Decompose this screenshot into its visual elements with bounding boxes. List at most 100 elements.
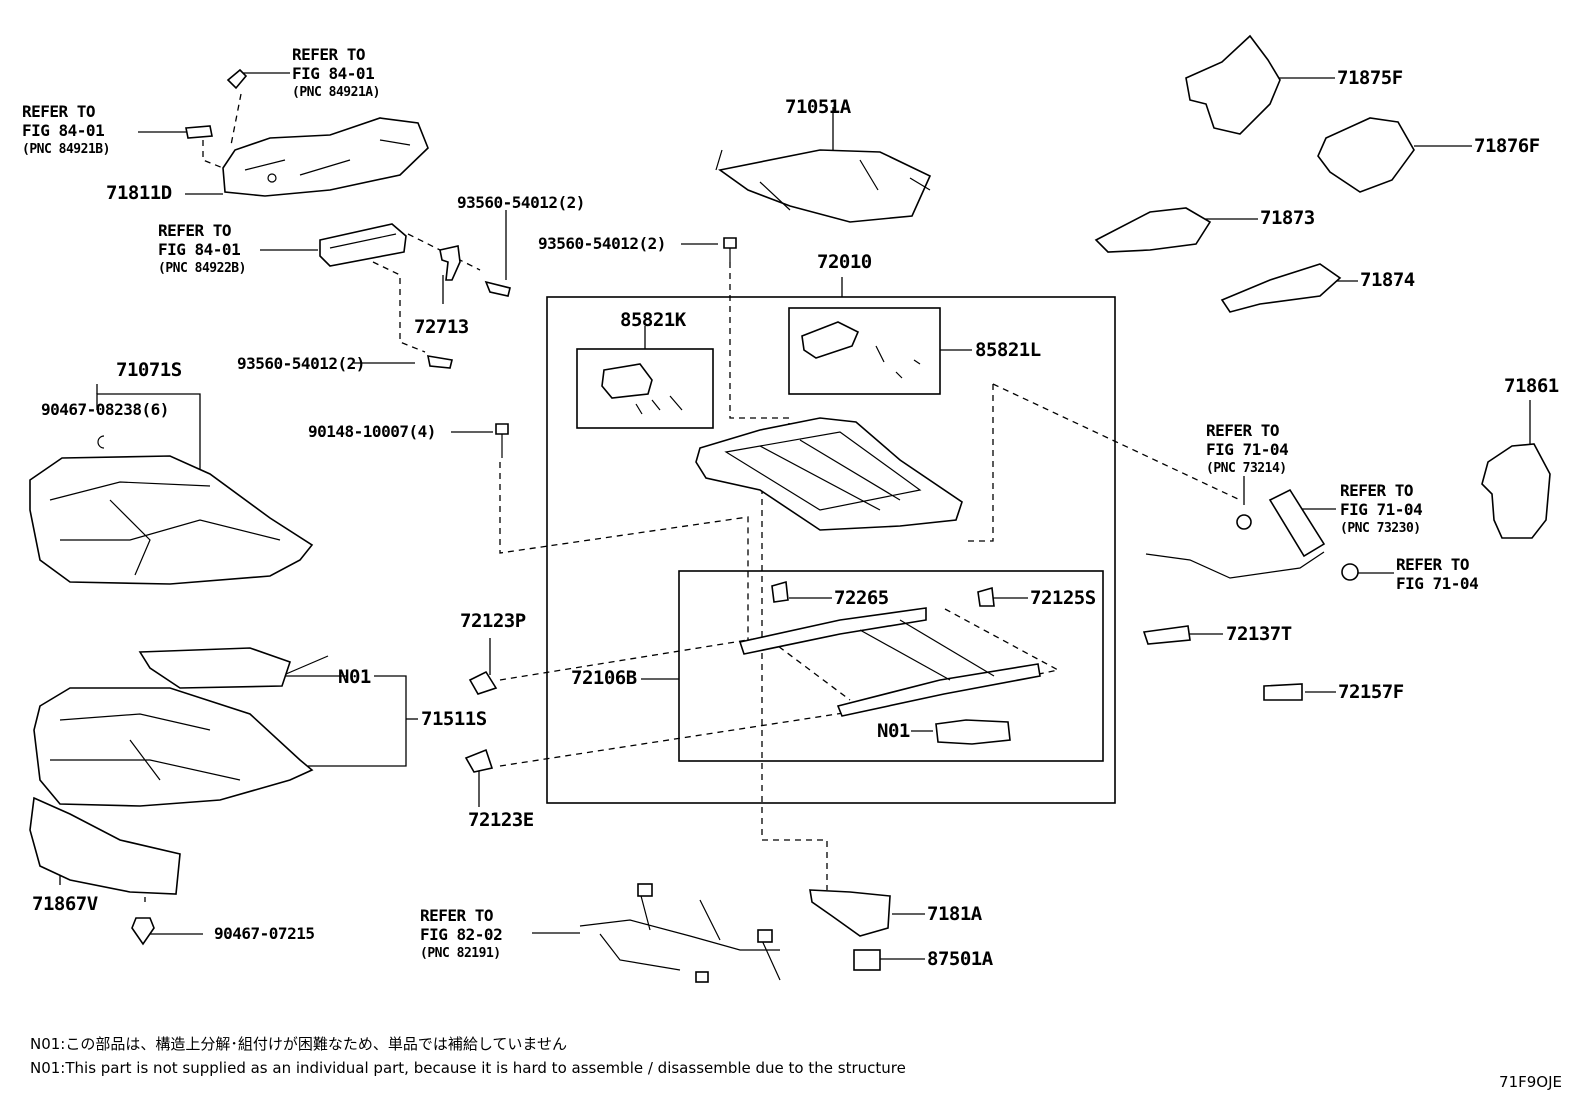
- part-N01-heater: [138, 647, 329, 689]
- part-71874: [1220, 263, 1342, 313]
- subbox-72106B: [678, 570, 1104, 762]
- label-90467-07215[interactable]: 90467-07215: [214, 924, 315, 943]
- ref-fig-84-01-84922B[interactable]: REFER TO FIG 84-01 (PNC 84922B): [158, 221, 246, 278]
- knob-84921A: [226, 68, 248, 90]
- ref-line-2: FIG 71-04: [1340, 500, 1423, 519]
- label-71875F[interactable]: 71875F: [1337, 67, 1403, 89]
- label-72123P[interactable]: 72123P: [460, 610, 526, 632]
- ref-fig-82-02-82191[interactable]: REFER TO FIG 82-02 (PNC 82191): [420, 906, 503, 963]
- subbox-85821L: [788, 307, 941, 395]
- ref-line-3: (PNC 84921B): [22, 142, 110, 157]
- note-japanese: N01:この部品は、構造上分解･組付けが困難なため、単品では補給していません: [30, 1035, 567, 1053]
- part-N01-motor: [935, 719, 1011, 745]
- ref-line-2: FIG 71-04: [1396, 574, 1479, 593]
- part-72713: [439, 245, 461, 281]
- ref-line-1: REFER TO: [1340, 481, 1414, 500]
- part-72010-frame: [695, 417, 963, 531]
- label-71874[interactable]: 71874: [1360, 269, 1415, 291]
- part-72123P: [468, 670, 498, 695]
- part-71873: [1094, 207, 1212, 253]
- label-N01-heater[interactable]: N01: [338, 666, 371, 688]
- part-71867V: [29, 796, 181, 895]
- label-71876F[interactable]: 71876F: [1474, 135, 1540, 157]
- part-72125S: [977, 586, 995, 607]
- ref-line-1: REFER TO: [158, 221, 232, 240]
- part-72157F: [1263, 683, 1303, 701]
- part-72106B-rails: [738, 607, 1041, 717]
- ref-line-1: REFER TO: [22, 102, 96, 121]
- label-71511S[interactable]: 71511S: [421, 708, 487, 730]
- part-71071S: [29, 455, 314, 585]
- ref-line-2: FIG 84-01: [22, 121, 105, 140]
- part-71051A: [715, 149, 932, 223]
- label-71873[interactable]: 71873: [1260, 207, 1315, 229]
- part-71875F: [1185, 34, 1281, 135]
- bolt-icons: [131, 237, 737, 946]
- part-71511S: [33, 687, 314, 807]
- label-72157F[interactable]: 72157F: [1338, 681, 1404, 703]
- part-wire-harness: [579, 883, 781, 983]
- label-72137T[interactable]: 72137T: [1226, 623, 1292, 645]
- ref-line-3: (PNC 73230): [1340, 521, 1421, 536]
- label-71071S[interactable]: 71071S: [116, 359, 182, 381]
- part-72137T: [1142, 625, 1191, 645]
- figure-code: 71F9OJE: [1499, 1073, 1562, 1091]
- label-93560-54012-top[interactable]: 93560-54012(2): [457, 193, 585, 212]
- ref-line-1: REFER TO: [1396, 555, 1470, 574]
- part-71861: [1481, 443, 1551, 539]
- ref-fig-84-01-84921B[interactable]: REFER TO FIG 84-01 (PNC 84921B): [22, 102, 110, 159]
- ref-line-2: FIG 84-01: [292, 64, 375, 83]
- label-72106B[interactable]: 72106B: [571, 667, 637, 689]
- label-71051A[interactable]: 71051A: [785, 96, 851, 118]
- label-72265[interactable]: 72265: [834, 587, 889, 609]
- ref-fig-71-04[interactable]: REFER TO FIG 71-04: [1396, 555, 1479, 593]
- ref-fig-71-04-73230[interactable]: REFER TO FIG 71-04 (PNC 73230): [1340, 481, 1423, 538]
- label-71867V[interactable]: 71867V: [32, 893, 98, 915]
- label-85821L[interactable]: 85821L: [975, 339, 1041, 361]
- label-71811D[interactable]: 71811D: [106, 182, 172, 204]
- label-85821K[interactable]: 85821K: [620, 309, 686, 331]
- label-93560-54012-left[interactable]: 93560-54012(2): [237, 354, 365, 373]
- label-72713[interactable]: 72713: [414, 316, 469, 338]
- label-87501A[interactable]: 87501A: [927, 948, 993, 970]
- part-72265: [771, 580, 789, 603]
- ref-line-2: FIG 71-04: [1206, 440, 1289, 459]
- label-93560-54012-center[interactable]: 93560-54012(2): [538, 234, 666, 253]
- leader-lines: [59, 72, 1531, 960]
- ref-line-1: REFER TO: [292, 45, 366, 64]
- label-72010[interactable]: 72010: [817, 251, 872, 273]
- label-N01-motor[interactable]: N01: [877, 720, 910, 742]
- label-7181A[interactable]: 7181A: [927, 903, 982, 925]
- part-seatbelt-cable: [1145, 488, 1359, 581]
- note-english: N01:This part is not supplied as an indi…: [30, 1059, 906, 1077]
- part-7181A: [809, 889, 891, 937]
- label-71861[interactable]: 71861: [1504, 375, 1559, 397]
- ref-line-2: FIG 82-02: [420, 925, 503, 944]
- ref-line-3: (PNC 82191): [420, 946, 501, 961]
- ref-line-1: REFER TO: [420, 906, 494, 925]
- knob-84921B: [185, 125, 213, 139]
- parts: [29, 34, 1551, 983]
- ref-fig-84-01-84921A[interactable]: REFER TO FIG 84-01 (PNC 84921A): [292, 45, 380, 102]
- motor-85821L: [801, 321, 921, 379]
- part-71811D: [222, 117, 429, 197]
- ref-line-3: (PNC 73214): [1206, 461, 1287, 476]
- motor-85821K: [601, 363, 683, 415]
- ref-line-2: FIG 84-01: [158, 240, 241, 259]
- dashed-assembly-lines: [144, 93, 1241, 902]
- part-87501A: [853, 949, 881, 971]
- ref-fig-71-04-73214[interactable]: REFER TO FIG 71-04 (PNC 73214): [1206, 421, 1289, 478]
- ref-line-1: REFER TO: [1206, 421, 1280, 440]
- label-72123E[interactable]: 72123E: [468, 809, 534, 831]
- ref-line-3: (PNC 84922B): [158, 261, 246, 276]
- ref-line-3: (PNC 84921A): [292, 85, 380, 100]
- label-72125S[interactable]: 72125S: [1030, 587, 1096, 609]
- hog-ring-icon: [97, 435, 105, 449]
- assembly-box-72010: [546, 296, 1116, 804]
- switch-84922B: [319, 223, 407, 267]
- part-71876F: [1317, 117, 1415, 193]
- label-90148-10007[interactable]: 90148-10007(4): [308, 422, 436, 441]
- label-90467-08238[interactable]: 90467-08238(6): [41, 400, 169, 419]
- part-72123E: [464, 748, 494, 773]
